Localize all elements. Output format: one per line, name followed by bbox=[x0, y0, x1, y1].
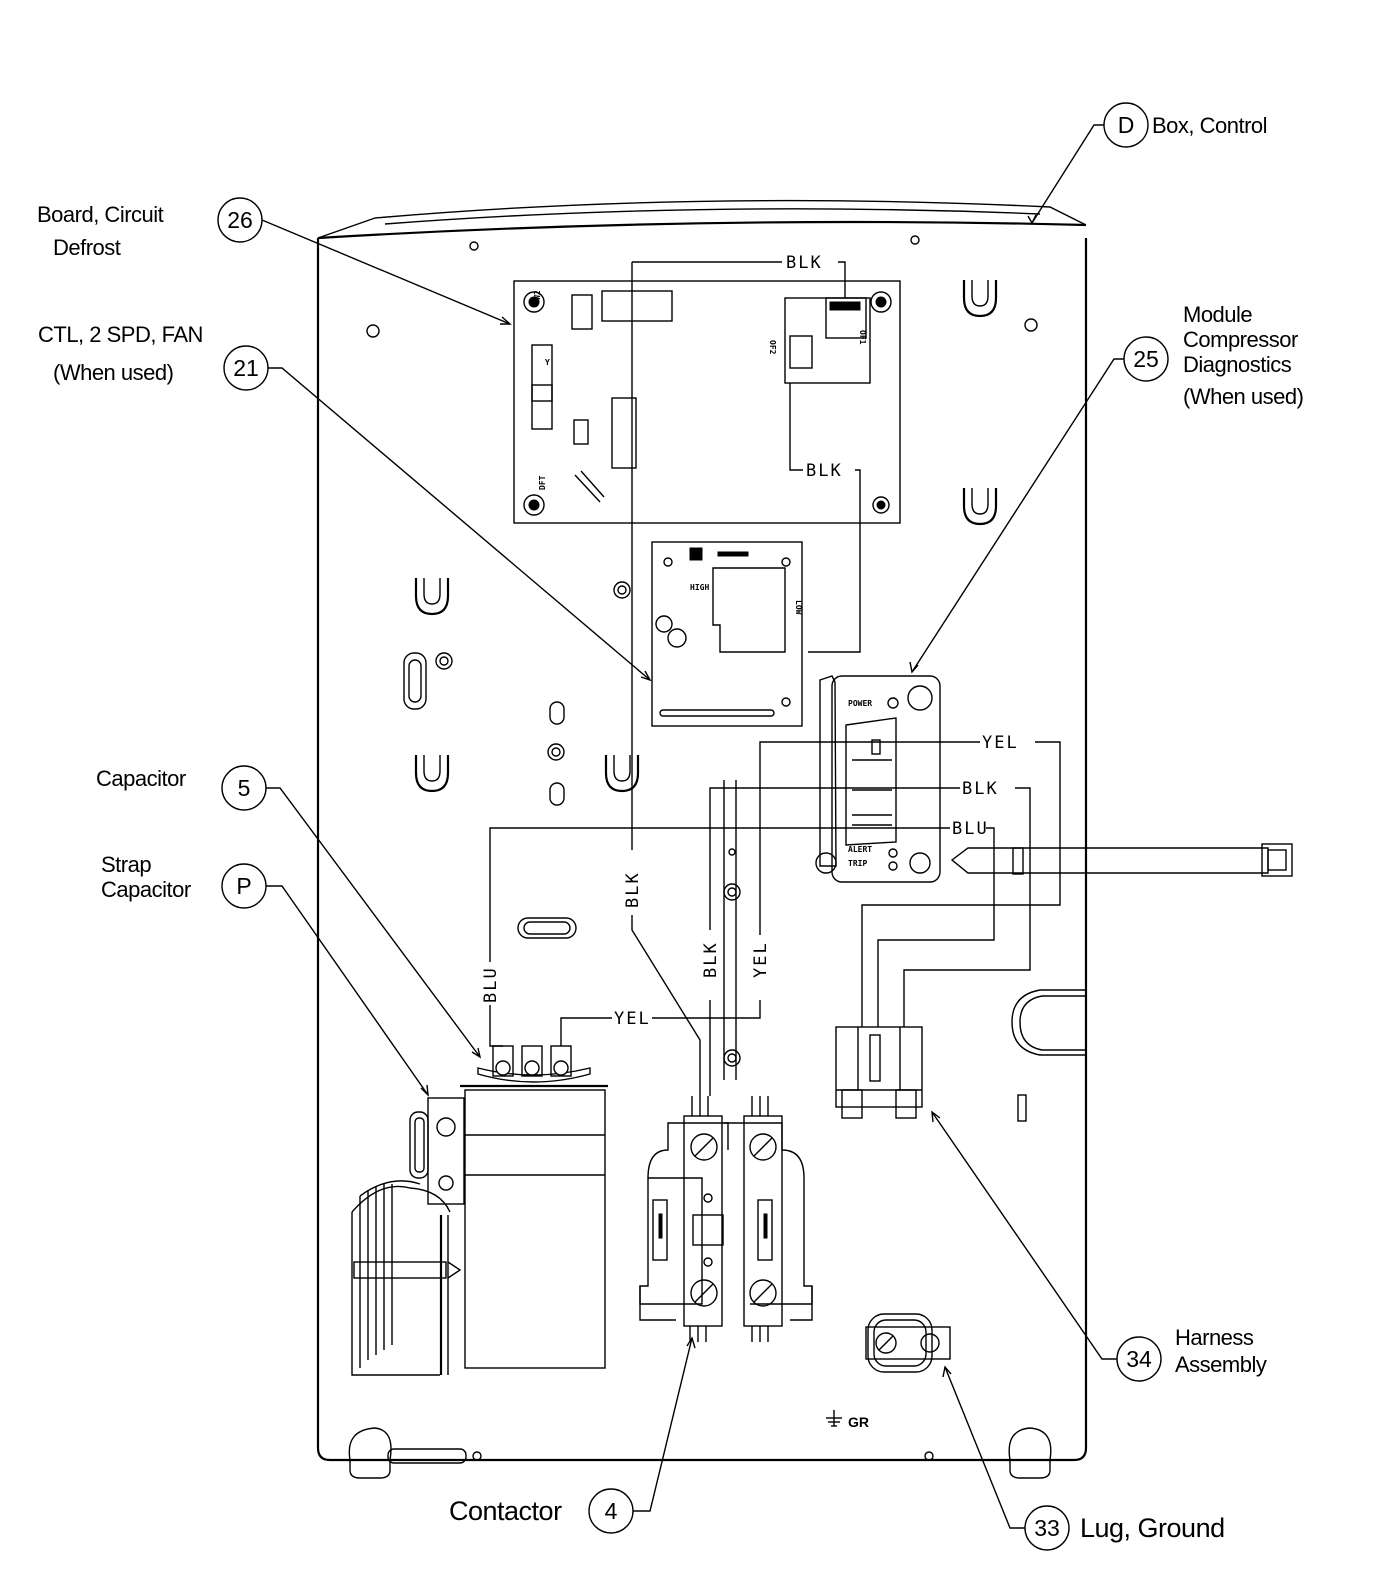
wire-label-blu-module: BLU bbox=[952, 819, 989, 839]
callout-label: Box, Control bbox=[1152, 113, 1267, 138]
capacitor-strap bbox=[409, 1097, 465, 1205]
svg-text:LOW: LOW bbox=[794, 600, 803, 615]
callout-number: 26 bbox=[227, 207, 253, 233]
ground-lug: GR bbox=[826, 1313, 951, 1430]
callout-contactor: 4 Contactor bbox=[449, 1488, 634, 1534]
callout-label-line2: (When used) bbox=[53, 360, 173, 385]
callout-strap-capacitor: P Strap Capacitor bbox=[101, 852, 267, 909]
wire-label-yel-contactor: YEL bbox=[751, 941, 771, 978]
callout-number: 25 bbox=[1133, 346, 1159, 372]
wire-label-blk-vertical: BLK bbox=[623, 871, 643, 908]
callout-label-line2: Capacitor bbox=[101, 877, 191, 902]
callout-label: Lug, Ground bbox=[1080, 1513, 1225, 1543]
svg-text:OF1: OF1 bbox=[858, 330, 867, 345]
trip-marking: TRIP bbox=[848, 859, 867, 868]
callout-fan-control: 21 CTL, 2 SPD, FAN (When used) bbox=[38, 322, 269, 391]
callout-label-line1: CTL, 2 SPD, FAN bbox=[38, 322, 203, 347]
callout-number: D bbox=[1118, 112, 1135, 138]
wire-label-yel-module: YEL bbox=[982, 733, 1019, 753]
callout-number: 33 bbox=[1034, 1515, 1060, 1541]
callout-label-line1: Strap bbox=[101, 852, 151, 877]
callout-number: 34 bbox=[1126, 1346, 1152, 1372]
callout-circle bbox=[1103, 102, 1149, 148]
svg-text:HIGH: HIGH bbox=[690, 583, 709, 592]
wire-label-blk-board: BLK bbox=[806, 461, 843, 481]
callout-label-line1: Board, Circuit bbox=[37, 202, 164, 227]
contactor bbox=[639, 1096, 813, 1342]
callout-label-line2: Defrost bbox=[53, 235, 121, 260]
leader-lines bbox=[261, 124, 1124, 1529]
compressor-diagnostics-module: POWER ALERT TRIP bbox=[815, 675, 1293, 883]
callout-number: 5 bbox=[238, 775, 251, 801]
callout-label-line2: Compressor bbox=[1183, 327, 1298, 352]
wire-label-blk-top: BLK bbox=[786, 253, 823, 273]
mounting-clips bbox=[414, 280, 998, 793]
callout-label-line1: Harness bbox=[1175, 1325, 1254, 1350]
wire-label-yel-capacitor: YEL bbox=[614, 1009, 651, 1029]
callout-number: P bbox=[236, 873, 251, 899]
control-box-panel bbox=[316, 199, 1088, 1479]
wire-label-blu-vertical: BLU bbox=[481, 966, 501, 1003]
callout-label-line2: Assembly bbox=[1175, 1352, 1267, 1377]
callout-ground-lug: 33 Lug, Ground bbox=[1024, 1505, 1225, 1551]
callout-capacitor: 5 Capacitor bbox=[96, 765, 267, 811]
harness-plug bbox=[835, 1026, 923, 1119]
callout-number: 21 bbox=[233, 355, 259, 381]
alert-marking: ALERT bbox=[848, 845, 872, 854]
callout-label-line1: Module bbox=[1183, 302, 1252, 327]
wire-bundle bbox=[351, 1180, 462, 1376]
callout-label: Capacitor bbox=[96, 766, 186, 791]
wire-label-blk-contactor: BLK bbox=[701, 941, 721, 978]
callout-label: Contactor bbox=[449, 1496, 562, 1526]
callout-harness: 34 Harness Assembly bbox=[1116, 1325, 1267, 1382]
wire-label-blk-module: BLK bbox=[962, 779, 999, 799]
svg-text:W2: W2 bbox=[533, 290, 542, 300]
callout-control-box: D Box, Control bbox=[1103, 102, 1268, 148]
callout-label-line3: Diagnostics bbox=[1183, 352, 1292, 377]
svg-text:DFT: DFT bbox=[538, 475, 547, 490]
defrost-circuit-board: OF1 OF2 W2 Y DFT bbox=[513, 280, 901, 524]
ground-symbol-icon bbox=[826, 1410, 842, 1427]
svg-text:Y: Y bbox=[545, 358, 550, 367]
callout-defrost-board: 26 Board, Circuit Defrost bbox=[37, 197, 263, 260]
callout-compressor-module: 25 Module Compressor Diagnostics (When u… bbox=[1123, 302, 1304, 409]
fan-control-board: HIGH LOW bbox=[651, 541, 803, 727]
power-marking: POWER bbox=[848, 699, 872, 708]
wiring bbox=[489, 261, 1061, 1096]
panel-features bbox=[403, 581, 741, 1080]
callout-label-line4: (When used) bbox=[1183, 384, 1303, 409]
wire-labels: BLK BLK YEL BLK BLU YEL BLK BLU BLK YEL bbox=[481, 253, 1019, 1029]
callout-number: 4 bbox=[605, 1498, 618, 1524]
run-capacitor bbox=[460, 1045, 608, 1369]
svg-text:OF2: OF2 bbox=[768, 340, 777, 355]
ground-marking: GR bbox=[848, 1414, 869, 1430]
